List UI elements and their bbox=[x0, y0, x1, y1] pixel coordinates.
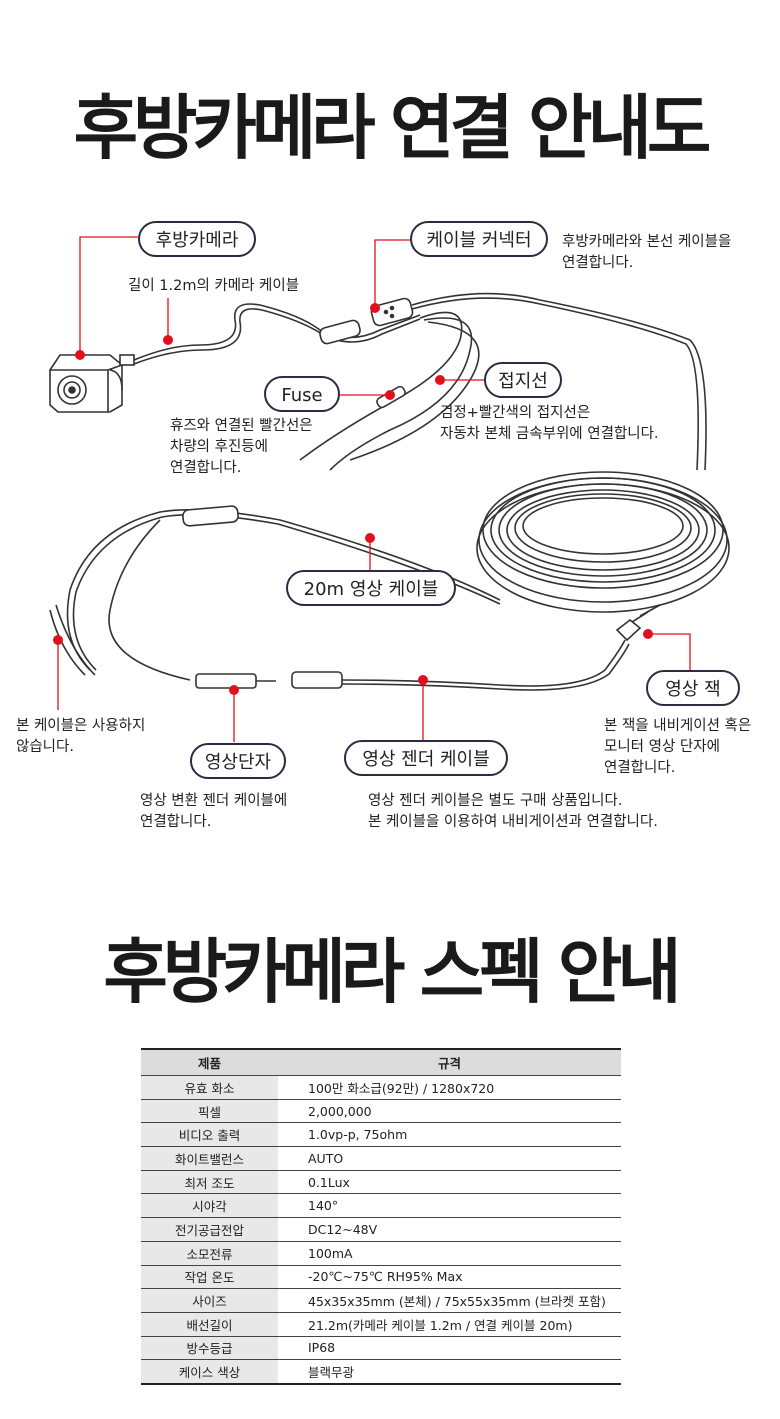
note-line: 연결합니다. bbox=[562, 255, 634, 271]
cable-connector bbox=[319, 297, 414, 345]
spec-name-cell: 시야각 bbox=[141, 1193, 278, 1219]
page-title-spec: 후방카메라 스펙 안내 bbox=[103, 931, 681, 1013]
note-line: 자동차 본체 금속부위에 연결합니다. bbox=[440, 426, 659, 442]
label-fuse: Fuse bbox=[264, 376, 340, 412]
spec-value-cell: 140° bbox=[278, 1193, 621, 1219]
note-connector: 후방카메라와 본선 케이블을 연결합니다. bbox=[562, 232, 731, 274]
spec-value-cell: 45x35x35mm (본체) / 75x55x35mm (브라켓 포함) bbox=[278, 1288, 621, 1313]
note-line: 본 케이블을 이용하여 내비게이션과 연결합니다. bbox=[368, 814, 658, 830]
spec-name-cell: 비디오 출력 bbox=[141, 1122, 278, 1148]
note-line: 본 케이블은 사용하지 bbox=[16, 718, 146, 734]
table-row: 작업 온도-20℃~75℃ RH95% Max bbox=[141, 1265, 621, 1290]
spec-name-cell: 케이스 색상 bbox=[141, 1359, 278, 1385]
spec-name-cell: 소모전류 bbox=[141, 1241, 278, 1266]
note-line: 본 잭을 내비게이션 혹은 bbox=[604, 718, 752, 734]
callout-dots bbox=[53, 303, 653, 695]
spec-name-cell: 사이즈 bbox=[141, 1288, 278, 1313]
spec-value-cell: -20℃~75℃ RH95% Max bbox=[278, 1265, 621, 1290]
label-video-jack: 영상 잭 bbox=[646, 670, 740, 706]
camera-body bbox=[49, 354, 135, 413]
label-cable-20m: 20m 영상 케이블 bbox=[286, 570, 456, 606]
spec-value-cell: DC12~48V bbox=[278, 1217, 621, 1242]
note-terminal: 영상 변환 젠더 케이블에 연결합니다. bbox=[140, 791, 287, 833]
label-camera: 후방카메라 bbox=[138, 221, 256, 257]
spec-value-cell: 21.2m(카메라 케이블 1.2m / 연결 케이블 20m) bbox=[278, 1312, 621, 1337]
note-camera-cable: 길이 1.2m의 카메라 케이블 bbox=[128, 278, 300, 294]
spec-name-cell: 작업 온도 bbox=[141, 1265, 278, 1290]
note-line: 않습니다. bbox=[16, 739, 74, 755]
cable-coil bbox=[476, 471, 730, 613]
note-line: 연결합니다. bbox=[170, 460, 242, 476]
spec-value-cell: 1.0vp-p, 75ohm bbox=[278, 1122, 621, 1148]
note-line: 모니터 영상 단자에 bbox=[604, 739, 720, 755]
spec-header-row: 제품 규격 bbox=[141, 1048, 621, 1076]
spec-name-cell: 화이트밸런스 bbox=[141, 1146, 278, 1171]
spec-value-cell: IP68 bbox=[278, 1336, 621, 1361]
note-line: 연결합니다. bbox=[140, 814, 212, 830]
page-title-connection-guide: 후방카메라 연결 안내도 bbox=[73, 87, 712, 169]
note-line: 차량의 후진등에 bbox=[170, 439, 268, 455]
label-connector: 케이블 커넥터 bbox=[410, 221, 548, 257]
callout-lines bbox=[57, 236, 691, 742]
note-jack: 본 잭을 내비게이션 혹은 모니터 영상 단자에 연결합니다. bbox=[604, 716, 751, 779]
spec-name-cell: 배선길이 bbox=[141, 1312, 278, 1337]
spec-value-cell: 2,000,000 bbox=[278, 1099, 621, 1124]
spec-name-cell: 최저 조도 bbox=[141, 1170, 278, 1195]
connection-diagram bbox=[49, 236, 730, 742]
note-line: 영상 젠더 케이블은 별도 구매 상품입니다. bbox=[368, 793, 623, 809]
spec-name-cell: 방수등급 bbox=[141, 1336, 278, 1361]
spec-value-cell: 100만 화소급(92만) / 1280x720 bbox=[278, 1075, 621, 1100]
label-gender-cable: 영상 젠더 케이블 bbox=[344, 740, 508, 776]
spec-name-cell: 유효 화소 bbox=[141, 1075, 278, 1100]
spec-header-spec: 규격 bbox=[278, 1048, 621, 1076]
note-line: 검정+빨간색의 접지선은 bbox=[440, 405, 591, 421]
label-video-terminal: 영상단자 bbox=[190, 743, 286, 779]
note-line: 후방카메라와 본선 케이블을 bbox=[562, 234, 732, 250]
note-line: 영상 변환 젠더 케이블에 bbox=[140, 793, 288, 809]
spec-value-cell: 0.1Lux bbox=[278, 1170, 621, 1195]
label-ground: 접지선 bbox=[484, 362, 562, 398]
note-line: 연결합니다. bbox=[604, 760, 676, 776]
note-unused: 본 케이블은 사용하지 않습니다. bbox=[16, 716, 145, 758]
note-line: 휴즈와 연결된 빨간선은 bbox=[170, 418, 313, 434]
spec-name-cell: 전기공급전압 bbox=[141, 1217, 278, 1242]
note-fuse: 휴즈와 연결된 빨간선은 차량의 후진등에 연결합니다. bbox=[170, 416, 313, 479]
spec-value-cell: 100mA bbox=[278, 1241, 621, 1266]
note-ground: 검정+빨간색의 접지선은 자동차 본체 금속부위에 연결합니다. bbox=[440, 403, 659, 445]
spec-header-product: 제품 bbox=[141, 1048, 278, 1076]
spec-value-cell: 블랙무광 bbox=[278, 1359, 621, 1385]
note-gender: 영상 젠더 케이블은 별도 구매 상품입니다. 본 케이블을 이용하여 내비게이… bbox=[368, 791, 658, 833]
spec-value-cell: AUTO bbox=[278, 1146, 621, 1171]
spec-name-cell: 픽셀 bbox=[141, 1099, 278, 1124]
